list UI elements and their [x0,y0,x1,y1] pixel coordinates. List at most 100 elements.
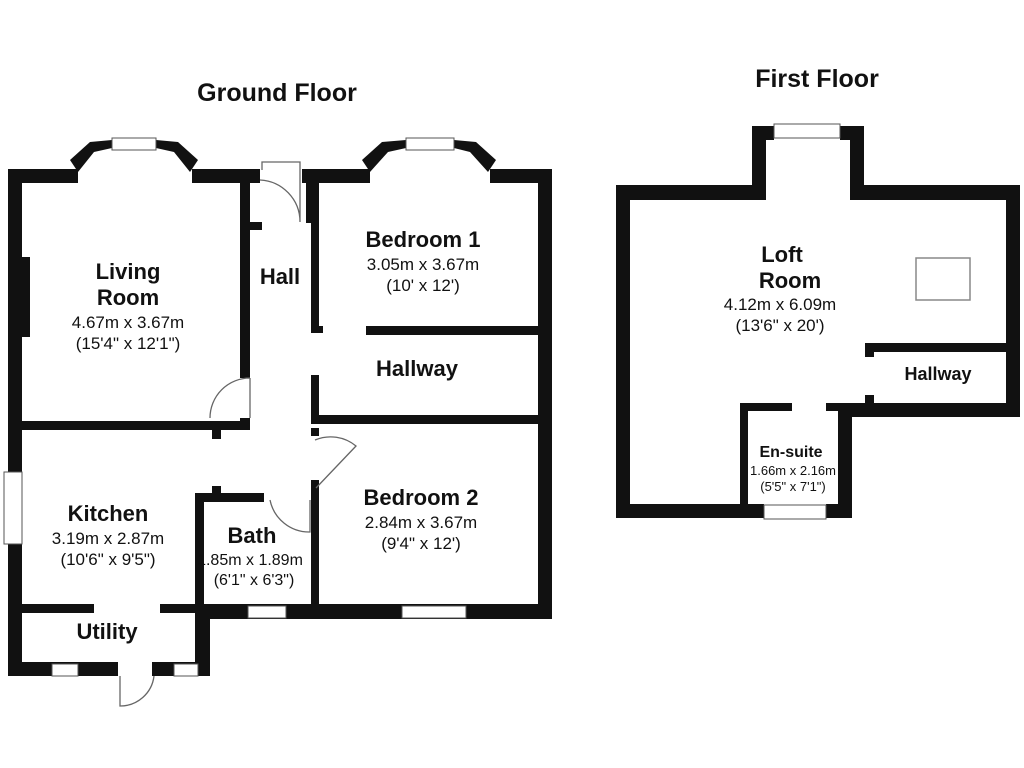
window [173,663,199,677]
hallway-label: Hallway [376,356,459,381]
dormer-wall [752,126,766,200]
dormer-wall [850,126,864,200]
bedroom1-label: Bedroom 1 [366,227,481,252]
ensuite-dimensions-imperial: (5'5" x 7'1") [760,479,826,494]
interior-wall [22,604,94,613]
living-room-door [209,377,251,419]
ensuite-dimensions-metric: 1.66m x 2.16m [750,463,836,478]
front-door [259,179,301,223]
living-room-label: Room [97,285,159,310]
bay-wall [454,140,496,172]
loft-room-label: Room [759,268,821,293]
bath-dimensions-imperial: (6'1" x 6'3") [214,572,295,589]
bath-door [269,499,311,533]
hall-label: Hall [260,264,300,289]
interior-wall [160,604,202,613]
window [773,123,841,139]
ground-floor: Ground Floor [3,79,552,707]
bay-wall [156,140,198,172]
ensuite-east-wall [838,403,852,518]
dormer-wall [752,126,774,140]
window [247,605,287,619]
interior-wall [240,183,250,378]
ground-floor-title: Ground Floor [197,79,357,107]
interior-wall [311,375,319,423]
bedroom2-door [314,436,357,489]
hallway-wall [865,343,874,357]
interior-wall [250,222,262,230]
first-floor-title: First Floor [755,65,879,93]
front-door-opening [261,161,301,180]
first-floor: First Floor Loft [616,65,1020,520]
window [3,471,23,545]
first-floor-labels: Loft Room 4.12m x 6.09m (13'6" x 20') Ha… [724,242,972,494]
interior-wall [311,428,319,436]
window [111,137,157,151]
interior-wall [366,326,538,335]
interior-wall [22,421,250,430]
bedroom1-dimensions-imperial: (10' x 12') [386,276,460,295]
bedroom2-dimensions-imperial: (9'4" x 12') [381,534,461,553]
interior-wall [195,493,264,502]
bath-label: Bath [228,523,277,548]
interior-wall [311,326,323,333]
east-wall [1006,185,1020,417]
chimney-breast [18,257,30,337]
loft-room-dimensions-imperial: (13'6" x 20') [735,316,824,335]
interior-wall [311,183,319,333]
south-wall [616,504,764,518]
kitchen-label: Kitchen [68,501,149,526]
north-wall-segment [192,169,260,183]
kitchen-dimensions-metric: 3.19m x 2.87m [52,529,164,548]
interior-wall [212,421,221,439]
loft-room-label: Loft [761,242,803,267]
utility-back-door [119,675,155,707]
hallway-wall [865,395,874,407]
living-room-label: Living [96,259,161,284]
ground-floor-doors [119,161,357,707]
north-wall [850,185,1020,200]
utility-east-wall [195,604,210,676]
ensuite-north-wall [740,403,792,411]
loft-room-dimensions-metric: 4.12m x 6.09m [724,295,836,314]
south-wall [826,504,852,518]
first-floor-windows [763,123,971,520]
skylight [915,257,971,301]
east-wall [538,169,552,619]
bay-wall [362,140,406,172]
living-room-dimensions-metric: 4.67m x 3.67m [72,313,184,332]
interior-wall [311,415,538,424]
ensuite-west-wall [740,403,748,518]
first-floor-walls [616,126,1020,518]
interior-wall [195,493,204,608]
north-wall-segment [302,169,370,183]
interior-wall [311,480,319,608]
living-room-dimensions-imperial: (15'4" x 12'1") [76,334,181,353]
ground-floor-windows [3,137,467,677]
window [401,605,467,619]
window [51,663,79,677]
west-wall [616,185,630,518]
utility-label: Utility [76,619,138,644]
bedroom1-dimensions-metric: 3.05m x 3.67m [367,255,479,274]
first-floor-hallway-label: Hallway [904,364,971,384]
bath-dimensions-metric: 1.85m x 1.89m [197,552,303,569]
west-wall [8,169,22,676]
ground-floor-labels: Living Room 4.67m x 3.67m (15'4" x 12'1"… [52,227,481,644]
bedroom2-label: Bedroom 2 [364,485,479,510]
bedroom2-dimensions-metric: 2.84m x 3.67m [365,513,477,532]
kitchen-dimensions-imperial: (10'6" x 9'5") [60,550,155,569]
south-wall [838,403,1020,417]
ensuite-label: En-suite [759,444,822,461]
north-wall-segment [490,169,552,183]
ensuite-north-wall [826,403,842,411]
window [763,504,827,520]
north-wall [616,185,766,200]
window [405,137,455,151]
ground-floor-walls [8,140,552,676]
bay-wall [70,140,112,172]
interior-wall [212,486,221,496]
north-wall-segment [8,169,78,183]
hallway-wall [865,343,1020,352]
